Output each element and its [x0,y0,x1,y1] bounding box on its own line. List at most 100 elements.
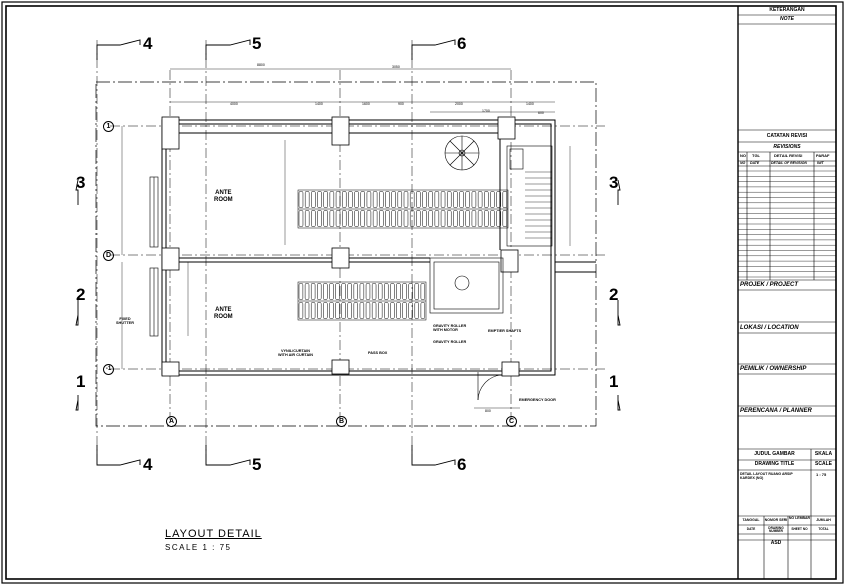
roller [372,191,378,208]
roller [298,210,304,227]
roller [396,302,401,319]
roller [329,210,335,227]
roller [379,210,384,227]
floor-plan [75,39,621,466]
layout-scale: SCALE 1 : 75 [165,543,232,552]
roller [477,191,483,208]
grid-bubble-b: B [336,416,347,427]
roller [391,210,396,227]
roller [353,283,359,300]
dim-label-1700: 1700 [482,109,490,113]
roller [371,283,377,300]
roller [365,283,371,300]
section-cuts [75,39,621,466]
roller [408,302,413,319]
roller [416,210,421,227]
roller [323,283,328,300]
roller [317,210,322,227]
tb-planner: PERENCANA / PLANNER [740,408,812,414]
roller [304,210,310,227]
tb-drawing-title-en: DRAWING TITLE [754,461,795,467]
roller [348,191,353,208]
grid-bubble-row-minus1: -1 [103,364,114,375]
roller [465,191,470,208]
tb-footer-date-en: DATE [746,527,756,531]
roller [304,302,310,319]
tb-rev-col-paraf: PARAF [816,153,830,158]
grid-bubble-c: C [506,416,517,427]
section-marker-2-right: 2 [609,285,619,304]
section-marker-1-left: 1 [76,372,86,391]
tb-note-header: KETERANGAN [769,7,805,13]
roller [434,210,440,227]
roller [311,191,316,208]
roller [428,191,433,208]
roller [459,191,464,208]
roller [347,283,352,300]
roller [385,210,390,227]
roller [365,302,371,319]
roller [420,302,426,319]
roller [304,191,310,208]
roller [366,191,372,208]
emergency-door [477,372,501,401]
roller [477,210,483,227]
roller [377,283,383,300]
dim-label-2000: 2000 [455,102,463,106]
roller [317,302,322,319]
roller [354,210,359,227]
roller [329,191,335,208]
roller [484,210,489,227]
section-marker-6-top: 6 [457,34,467,53]
roller [496,191,501,208]
roller [403,210,409,227]
roller [360,210,365,227]
grid-bubble-row-d: D [103,250,114,261]
section-marker-2-left: 2 [76,285,86,304]
revision-table-rows [738,170,836,278]
roller [341,283,346,300]
roller [453,210,458,227]
roller [416,191,421,208]
roller [311,210,316,227]
roller [459,210,464,227]
roller [484,191,489,208]
roller [446,210,452,227]
grid-bubble-row-1: 1 [103,121,114,132]
section-marker-4-top: 4 [143,34,153,53]
section-marker-3-right: 3 [609,173,619,192]
roller [353,302,359,319]
roller [414,302,419,319]
roller [453,191,458,208]
label-pass-box: PASS BOX [368,351,388,355]
roller [310,283,316,300]
tb-scale-en: SCALE [815,461,832,467]
walls [161,119,596,376]
dim-label-1400b: 1400 [526,102,534,106]
tb-footer-serial: NOMOR SERI [764,518,788,522]
boundary-dashed [95,81,597,427]
roller [446,191,452,208]
roller [323,302,328,319]
roller [335,283,340,300]
roller [304,283,310,300]
emptier-box [429,257,504,314]
roller [420,283,426,300]
roller [502,210,508,227]
roller [402,302,407,319]
roller [409,210,415,227]
tb-revisions-sub: REVISIONS [773,144,801,150]
tb-note-sub: NOTE [780,16,794,22]
roller-conveyors [297,189,509,321]
tb-scale-value: 1 : 75 [816,472,827,477]
label-gravity-roller-motor: GRAVITY ROLLER WITH MOTOR [433,324,467,333]
roller [408,283,413,300]
section-marker-5-top: 5 [252,34,262,53]
roller [372,210,378,227]
roller [298,283,304,300]
tb-footer-sheet-no: SHEET NO [791,527,808,531]
label-vinyl-curtain: VYNIL/CURTAIN WITH AIR CURTAIN [278,349,314,358]
roller [402,283,407,300]
stair-steps [525,171,552,239]
tb-code: ASD [770,540,782,546]
